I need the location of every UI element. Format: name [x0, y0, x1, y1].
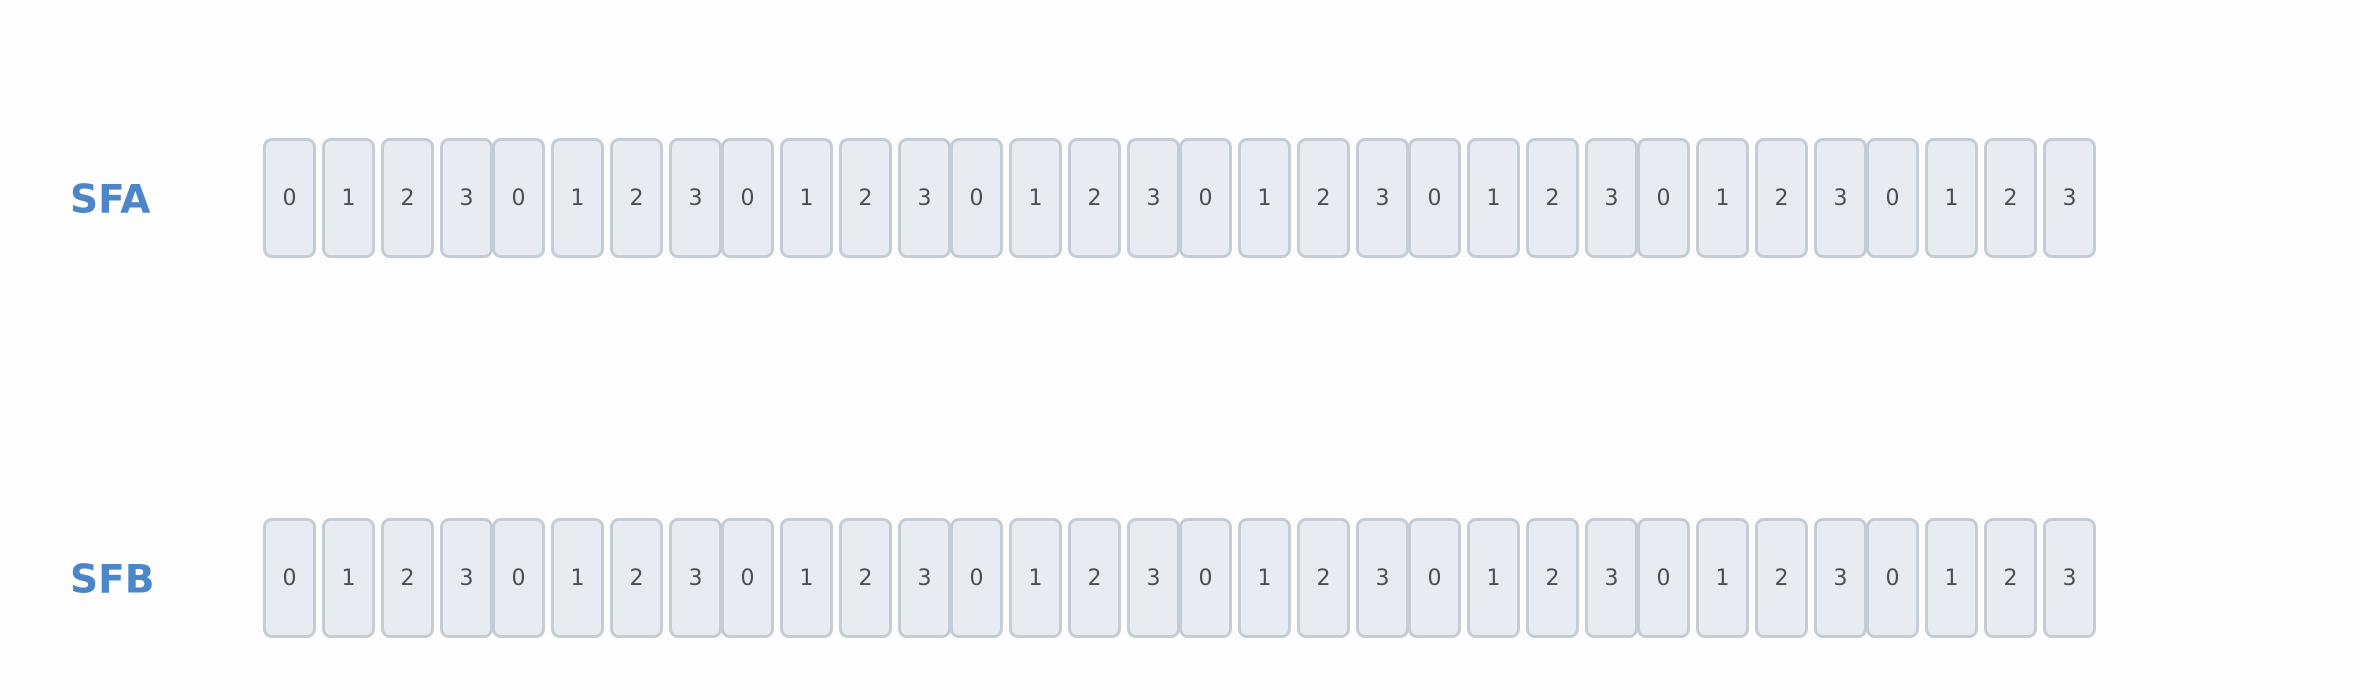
sfa-cell: 3	[2043, 138, 2096, 258]
sfb-cell: 1	[1696, 518, 1749, 638]
sfb-cell: 0	[1866, 518, 1919, 638]
sfb-cell: 0	[721, 518, 774, 638]
sfb-cell: 0	[1408, 518, 1461, 638]
sfb-label: SFB	[70, 557, 155, 603]
sfb-cell: 1	[1925, 518, 1978, 638]
sfb-cell: 1	[1238, 518, 1291, 638]
sfa-cell: 0	[492, 138, 545, 258]
sfb-cell: 2	[1297, 518, 1350, 638]
sfb-cell: 2	[610, 518, 663, 638]
sfa-cell: 0	[1637, 138, 1690, 258]
sfa-cell: 1	[1696, 138, 1749, 258]
sfb-cell: 3	[2043, 518, 2096, 638]
sfa-cell: 2	[1297, 138, 1350, 258]
sfa-cell: 3	[1814, 138, 1867, 258]
sfa-cell: 2	[839, 138, 892, 258]
sfa-cell: 1	[1009, 138, 1062, 258]
sfb-cell: 0	[1179, 518, 1232, 638]
sfa-cell: 0	[1179, 138, 1232, 258]
sfa-cell: 3	[898, 138, 951, 258]
sfb-cell: 3	[1814, 518, 1867, 638]
sfa-cell: 2	[1068, 138, 1121, 258]
sfb-cell: 2	[1755, 518, 1808, 638]
sfb-cell: 0	[950, 518, 1003, 638]
sfb-cell: 3	[898, 518, 951, 638]
sfa-cell: 2	[381, 138, 434, 258]
sfb-cell: 1	[780, 518, 833, 638]
sfa-cell: 1	[1238, 138, 1291, 258]
sfa-cell: 0	[263, 138, 316, 258]
sfb-cell: 3	[1127, 518, 1180, 638]
sfa-cell: 1	[1925, 138, 1978, 258]
sfa-cell: 2	[610, 138, 663, 258]
sfa-cell: 3	[1585, 138, 1638, 258]
sfb-cell: 0	[492, 518, 545, 638]
sfa-cell: 1	[780, 138, 833, 258]
sfb-cell: 1	[1009, 518, 1062, 638]
sfa-cell: 3	[669, 138, 722, 258]
sfa-cell: 1	[322, 138, 375, 258]
sfa-cell: 2	[1526, 138, 1579, 258]
sfa-label: SFA	[70, 177, 151, 223]
sfa-cell: 0	[721, 138, 774, 258]
sfa-cell: 1	[551, 138, 604, 258]
sfa-cell: 3	[1127, 138, 1180, 258]
sfb-cell: 2	[839, 518, 892, 638]
sfb-cell: 3	[1356, 518, 1409, 638]
sfb-cell: 2	[1526, 518, 1579, 638]
sfb-cell: 1	[551, 518, 604, 638]
sfa-cell: 3	[440, 138, 493, 258]
sfa-cell: 1	[1467, 138, 1520, 258]
sfb-cell: 0	[263, 518, 316, 638]
sfb-cell: 2	[1068, 518, 1121, 638]
sfa-cell: 3	[1356, 138, 1409, 258]
sfb-cell: 0	[1637, 518, 1690, 638]
sfb-cell: 3	[1585, 518, 1638, 638]
sfb-cell: 1	[322, 518, 375, 638]
sfa-cell: 0	[1408, 138, 1461, 258]
sfb-cell: 3	[440, 518, 493, 638]
sfb-cell: 1	[1467, 518, 1520, 638]
sfa-cell: 0	[950, 138, 1003, 258]
sfa-cell: 2	[1755, 138, 1808, 258]
sfa-cell: 2	[1984, 138, 2037, 258]
sfb-cell: 3	[669, 518, 722, 638]
sfb-cell: 2	[381, 518, 434, 638]
sfa-cell: 0	[1866, 138, 1919, 258]
sfb-cell: 2	[1984, 518, 2037, 638]
